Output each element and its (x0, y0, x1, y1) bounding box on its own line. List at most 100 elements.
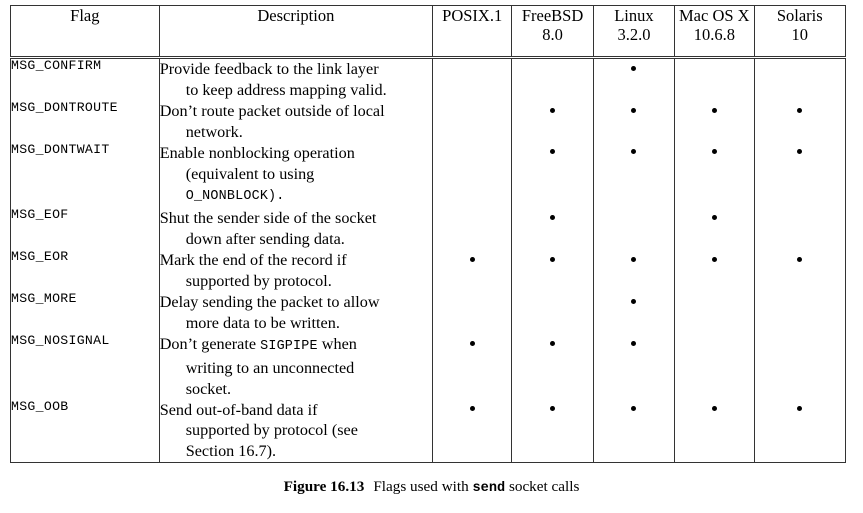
cell-support-linux (592, 100, 676, 143)
support-empty (470, 149, 475, 154)
support-dot-icon (550, 406, 556, 412)
support-empty (470, 299, 475, 304)
support-dot-icon (550, 215, 556, 221)
cell-support-solaris (753, 291, 846, 334)
figure-caption-text-after: socket calls (505, 478, 580, 495)
support-empty (712, 299, 717, 304)
support-dot-icon (711, 107, 717, 113)
cell-support-posix (431, 291, 513, 334)
support-dot-icon (631, 340, 637, 346)
support-dot-icon (797, 107, 803, 113)
cell-support-posix (431, 142, 513, 209)
description-line: Don’t route packet outside of local (159, 101, 385, 120)
column-header-linux: Linux 3.2.0 (592, 5, 676, 58)
support-dot-icon (550, 149, 556, 155)
support-empty (797, 299, 802, 304)
support-empty (550, 299, 555, 304)
column-header-macosx: Mac OS X 10.6.8 (674, 5, 755, 58)
cell-support-posix (431, 250, 513, 292)
column-header-freebsd-version: 8.0 (542, 25, 563, 45)
cell-flag-name: MSG_CONFIRM (10, 57, 160, 101)
support-dot-icon (797, 406, 803, 412)
column-header-macosx-name: Mac OS X (679, 6, 750, 25)
cell-support-macosx (674, 250, 755, 292)
description-line: Delay sending the packet to allow (159, 292, 380, 311)
description-line: Send out-of-band data if (159, 400, 318, 419)
support-dot-icon (631, 149, 637, 155)
cell-support-freebsd (511, 142, 594, 209)
cell-support-freebsd (511, 399, 594, 463)
inline-code: SIGPIPE (260, 338, 318, 354)
cell-support-posix (431, 100, 513, 143)
support-dot-icon (550, 340, 556, 346)
support-empty (797, 341, 802, 346)
cell-support-linux (592, 142, 676, 209)
support-empty (712, 341, 717, 346)
support-dot-icon (631, 65, 637, 71)
support-dot-icon (631, 406, 637, 412)
cell-support-posix (431, 57, 513, 101)
support-dot-icon (550, 256, 556, 262)
cell-flag-name: MSG_MORE (10, 291, 160, 334)
cell-description: Don’t generate SIGPIPE when writing to an… (158, 333, 434, 400)
support-empty (631, 215, 636, 220)
cell-support-solaris (753, 333, 846, 400)
cell-flag-name: MSG_DONTROUTE (10, 100, 160, 143)
support-empty (797, 66, 802, 71)
cell-support-posix (431, 399, 513, 463)
column-header-linux-name: Linux (614, 6, 654, 25)
cell-flag-name: MSG_EOF (10, 208, 160, 251)
column-header-solaris-version: 10 (791, 25, 809, 45)
cell-support-linux (592, 333, 676, 400)
cell-support-macosx (674, 100, 755, 143)
column-header-solaris-name: Solaris (776, 6, 823, 25)
support-dot-icon (631, 298, 637, 304)
support-dot-icon (797, 256, 803, 262)
cell-support-freebsd (511, 333, 594, 400)
cell-support-solaris (753, 250, 846, 292)
cell-support-posix (431, 333, 513, 400)
support-dot-icon (631, 107, 637, 113)
cell-support-solaris (753, 142, 846, 209)
cell-flag-name: MSG_OOB (10, 399, 160, 463)
description-line: writing to an unconnected (185, 358, 355, 377)
support-dot-icon (711, 406, 717, 412)
support-dot-icon (631, 256, 637, 262)
description-line: Shut the sender side of the socket (159, 209, 377, 228)
description-line: O_NONBLOCK). (160, 184, 432, 208)
cell-flag-name: MSG_NOSIGNAL (10, 333, 160, 400)
cell-support-macosx (674, 142, 755, 209)
cell-flag-name: MSG_EOR (10, 249, 160, 292)
support-empty (470, 66, 475, 71)
description-line: Provide feedback to the link layer (159, 60, 379, 78)
description-line: Enable nonblocking operation (159, 143, 355, 162)
column-header-solaris: Solaris 10 (753, 5, 846, 58)
support-dot-icon (711, 215, 717, 221)
figure-caption-code: send (472, 481, 506, 496)
cell-support-freebsd (511, 100, 594, 143)
cell-support-macosx (674, 291, 755, 334)
table-header-row: Flag Description POSIX.1 FreeBSD 8.0 Lin… (10, 5, 846, 58)
column-header-flag: Flag (10, 5, 160, 58)
cell-support-solaris (753, 208, 846, 251)
description-line: Section 16.7). (185, 442, 277, 461)
cell-support-freebsd (511, 57, 594, 101)
cell-support-linux (592, 208, 676, 251)
description-line: Don’t generate SIGPIPE when (159, 334, 357, 354)
column-header-freebsd: FreeBSD 8.0 (511, 5, 594, 58)
cell-description: Enable nonblocking operation(equivalent … (158, 142, 434, 209)
cell-support-freebsd (511, 291, 594, 334)
cell-flag-name: MSG_DONTWAIT (10, 142, 160, 209)
support-empty (712, 66, 717, 71)
